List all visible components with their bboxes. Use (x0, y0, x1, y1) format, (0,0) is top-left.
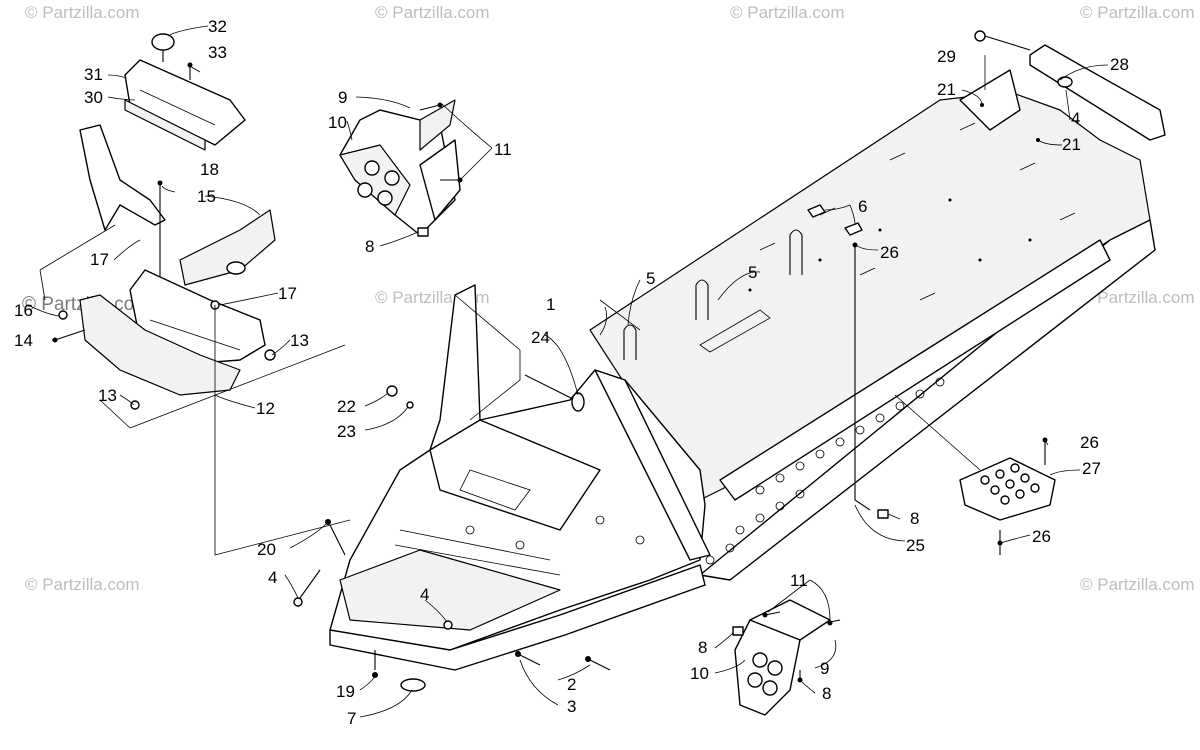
steering-post-base (52, 269, 276, 410)
callout-label: 13 (290, 331, 309, 350)
callout-label: 9 (338, 88, 347, 107)
callout-label: 4 (1071, 109, 1080, 128)
callout-label: 26 (880, 243, 899, 262)
callout-label: 11 (790, 571, 808, 590)
callout-label: 20 (257, 540, 276, 559)
callout-label: 23 (337, 422, 356, 441)
callout-label: 10 (690, 664, 709, 683)
callout-label: 18 (200, 160, 219, 179)
callout-label: 32 (208, 17, 227, 36)
callout-label: 28 (1110, 55, 1129, 74)
watermark: © Partzilla.com (1080, 288, 1195, 307)
callout-label: 3 (567, 697, 576, 716)
callout-label: 30 (84, 88, 103, 107)
callout-label: 2 (567, 675, 576, 694)
callout-label: 6 (858, 197, 867, 216)
callout-label: 8 (698, 638, 707, 657)
callout-label: 12 (256, 399, 275, 418)
callout-label: 8 (910, 509, 919, 528)
watermark: © Partzilla.com (375, 3, 490, 22)
callout-label: 19 (336, 682, 355, 701)
tunnel-holes (705, 377, 945, 565)
watermark: © Partzilla.com (25, 3, 140, 22)
callout-label: 17 (278, 284, 297, 303)
callout-labels: 1 2 3 4 4 4 5 5 6 7 8 8 8 8 9 9 10 10 11… (14, 17, 1129, 728)
callout-label: 24 (531, 328, 550, 347)
front-frame (329, 284, 711, 671)
assembly-boundary (39, 224, 351, 556)
callout-label: 8 (822, 684, 831, 703)
foot-plate (894, 394, 1056, 555)
callout-label: 10 (328, 113, 347, 132)
callout-label: 21 (1062, 135, 1081, 154)
callout-label: 16 (14, 301, 33, 320)
leader-lines (27, 25, 1109, 718)
steering-bracket (124, 33, 246, 151)
callout-label: 8 (365, 237, 374, 256)
callout-label: 27 (1082, 459, 1101, 478)
callout-label: 22 (337, 397, 356, 416)
callout-label: 13 (98, 386, 117, 405)
callout-label: 26 (1032, 527, 1051, 546)
callout-label: 14 (14, 331, 33, 350)
chassis-tunnel (589, 69, 1156, 581)
callout-label: 9 (820, 659, 829, 678)
callout-label: 17 (90, 250, 109, 269)
callout-label: 26 (1080, 433, 1099, 452)
callout-label: 4 (420, 585, 429, 604)
callout-label: 1 (546, 295, 555, 314)
callout-label: 15 (197, 187, 216, 206)
callout-label: 4 (268, 568, 277, 587)
callout-label: 25 (906, 536, 925, 555)
callout-label: 21 (937, 80, 956, 99)
callout-label: 29 (937, 47, 956, 66)
hardware (293, 103, 1040, 692)
watermark: © Partzilla.com (1080, 575, 1195, 594)
rear-bumper-bar (974, 30, 1166, 141)
watermark: © Partzilla.com (25, 575, 140, 594)
steering-support (79, 124, 276, 300)
watermark: © Partzilla.com (730, 3, 845, 22)
skid-plate-upper (339, 99, 463, 237)
callout-label: 31 (84, 65, 103, 84)
callout-label: 5 (646, 269, 655, 288)
watermark: © Partzilla.com (1080, 3, 1195, 22)
callout-label: 7 (347, 709, 356, 728)
callout-label: 5 (748, 263, 757, 282)
callout-label: 33 (208, 43, 227, 62)
callout-label: 11 (494, 140, 512, 159)
